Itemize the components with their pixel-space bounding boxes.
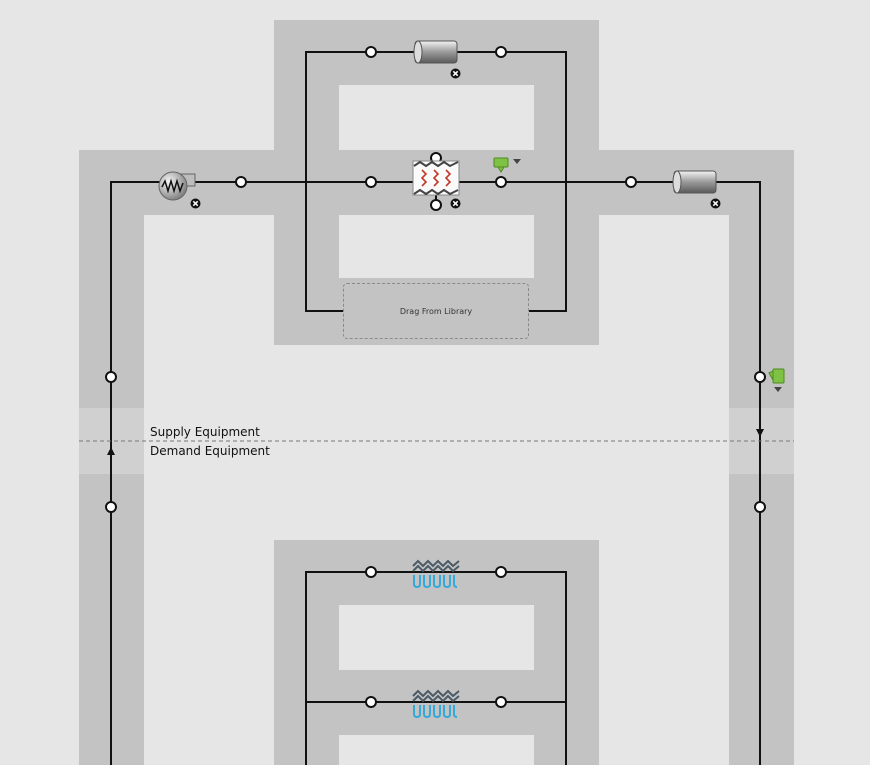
- pump-icon[interactable]: [157, 170, 197, 202]
- node-supply-outlet: [754, 371, 766, 383]
- remove-icon[interactable]: [190, 196, 201, 209]
- node-supply-outlet-pipe-inlet: [625, 176, 637, 188]
- setpoint-manager-icon[interactable]: [768, 368, 788, 394]
- node-heat-exchanger-secondary-bottom: [430, 199, 442, 211]
- pipe-icon[interactable]: [412, 40, 460, 64]
- pipe-icon[interactable]: [671, 170, 719, 194]
- node-demand-outlet: [754, 501, 766, 513]
- node-demand-inlet: [105, 501, 117, 513]
- supply-branch-gap-2: [339, 215, 534, 278]
- flow-arrow-down: [756, 429, 764, 437]
- supply-branch-bottom-pipe-left: [305, 182, 343, 312]
- node-supply-branch-top-right: [495, 46, 507, 58]
- node-demand-branch-2-inlet: [365, 696, 377, 708]
- node-demand-branch-1-inlet: [365, 566, 377, 578]
- supply-branch-gap-1: [339, 85, 534, 150]
- supply-left-pipe: [110, 181, 761, 765]
- demand-equipment-label: Demand Equipment: [150, 444, 270, 458]
- remove-icon[interactable]: [710, 196, 721, 209]
- drag-from-library-dropzone[interactable]: Drag From Library: [343, 283, 529, 339]
- node-supply-inlet: [105, 371, 117, 383]
- radiant-heater-icon[interactable]: [411, 558, 461, 589]
- node-demand-branch-1-outlet: [495, 566, 507, 578]
- supply-branch-bottom-pipe-right: [529, 182, 567, 312]
- radiant-heater-icon[interactable]: [411, 688, 461, 719]
- node-demand-branch-2-outlet: [495, 696, 507, 708]
- heat-exchanger-icon[interactable]: [412, 160, 460, 196]
- node-heat-exchanger-outlet: [495, 176, 507, 188]
- remove-icon[interactable]: [450, 66, 461, 79]
- demand-branch-pipes: [305, 571, 567, 765]
- supply-equipment-label: Supply Equipment: [150, 425, 260, 439]
- node-supply-branch-top-left: [365, 46, 377, 58]
- node-heat-exchanger-inlet: [365, 176, 377, 188]
- flow-arrow-up: [107, 447, 115, 455]
- node-pump-outlet: [235, 176, 247, 188]
- remove-icon[interactable]: [450, 196, 461, 209]
- setpoint-manager-icon[interactable]: [493, 156, 523, 174]
- demand-branch-gap-1: [339, 605, 534, 670]
- demand-branch-gap-2: [339, 735, 534, 765]
